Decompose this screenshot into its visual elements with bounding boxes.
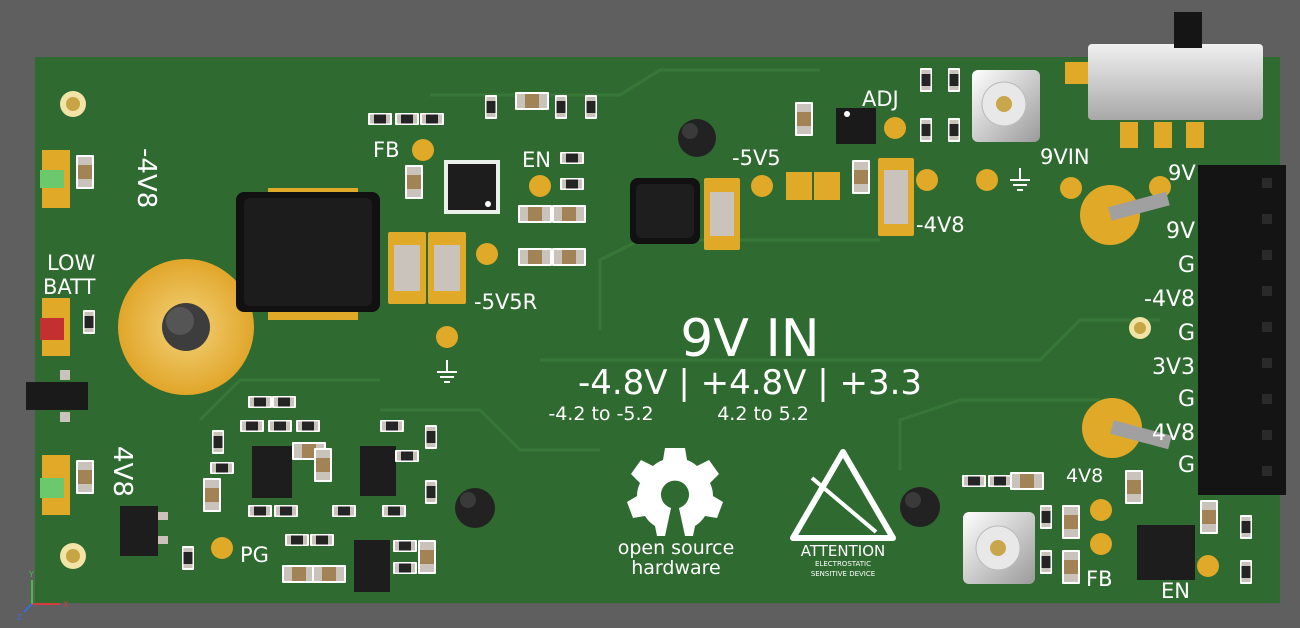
mounting-hole-bottom-left: [60, 543, 86, 569]
label-4v8-left: 4V8: [107, 446, 137, 497]
open-source-hardware-logo: open source hardware: [618, 448, 735, 579]
board-title: 9V IN: [680, 309, 819, 369]
axis-gizmo: X Y Z: [17, 570, 69, 622]
ic-adj: [836, 108, 876, 144]
label-minus-4v8-mid: -4V8: [916, 213, 965, 237]
esd-line-3: SENSITIVE DEVICE: [811, 570, 875, 578]
label-9vin: 9VIN: [1040, 145, 1090, 169]
label-fb-top: FB: [373, 138, 400, 162]
header-pin-label: G: [1178, 253, 1195, 278]
led-green-top: [40, 150, 70, 208]
transistor-left: [120, 506, 168, 556]
ic-bottom-3: [354, 540, 390, 592]
board-range-negative: -4.2 to -5.2: [548, 403, 653, 425]
header-pin-label: 4V8: [1152, 421, 1195, 446]
ic-top-fb: [444, 160, 500, 214]
through-hole-top: [678, 119, 716, 157]
label-en-top: EN: [522, 148, 551, 172]
label-minus-4v8-left: -4V8: [131, 148, 161, 208]
passive-components: [76, 68, 1252, 584]
wire-terminal-bottom: [1082, 398, 1172, 458]
label-minus-5v5: -5V5: [732, 146, 781, 170]
header-pin-label: G: [1178, 387, 1195, 412]
label-fb-bottom: FB: [1086, 567, 1113, 591]
test-pads: [211, 117, 1219, 577]
slide-switch-left: [26, 370, 88, 422]
header-pin-labels: 9V G -4V8 G 3V3 G 4V8 G: [1144, 219, 1195, 478]
board-rails-line: -4.8V | +4.8V | +3.3: [578, 363, 922, 403]
label-9v-top: 9V: [1168, 161, 1196, 185]
label-low: LOW: [47, 251, 95, 275]
power-slide-switch: [1065, 12, 1263, 148]
board-range-positive: 4.2 to 5.2: [717, 403, 809, 425]
header-pin-label: G: [1178, 321, 1195, 346]
axis-y-label: Y: [28, 570, 34, 579]
through-hole-left-bottom: [455, 488, 495, 528]
label-4v8-bottom: 4V8: [1066, 465, 1103, 487]
led-red-low-batt: [40, 298, 70, 356]
ground-symbol-left: [437, 360, 457, 383]
mounting-hole-right: [1129, 317, 1151, 339]
esd-line-2: ELECTROSTATIC: [815, 560, 871, 568]
ic-bottom-right-en: [1137, 525, 1195, 580]
esd-warning-logo: ATTENTION ELECTROSTATIC SENSITIVE DEVICE: [790, 449, 896, 578]
mounting-hole-top-left: [60, 91, 86, 117]
oshw-line-2: hardware: [631, 557, 721, 579]
esd-line-1: ATTENTION: [801, 542, 885, 560]
header-pin-label: G: [1178, 453, 1195, 478]
label-minus-5v5r: -5V5R: [474, 290, 537, 314]
label-pg: PG: [240, 543, 269, 567]
power-inductor-large: [236, 188, 380, 320]
through-hole-center-bottom: [900, 487, 940, 527]
header-pin-label: 9V: [1166, 219, 1195, 244]
label-batt: BATT: [43, 275, 96, 299]
header-pin-label: -4V8: [1144, 287, 1195, 312]
axis-z-label: Z: [17, 613, 23, 622]
oshw-line-1: open source: [618, 537, 735, 559]
trimmer-potentiometer-top: [972, 70, 1040, 142]
ground-symbol-right: [1010, 168, 1030, 191]
trimmer-potentiometer-bottom: [963, 512, 1035, 584]
axis-x-label: X: [63, 600, 69, 609]
led-green-bottom: [40, 455, 70, 515]
ic-bottom-2: [360, 446, 396, 496]
wire-terminal-top: [1080, 185, 1170, 245]
label-en-bottom: EN: [1161, 579, 1190, 603]
power-inductor-small: [630, 178, 700, 244]
header-pin-label: 3V3: [1152, 355, 1195, 380]
pin-header: [1198, 165, 1286, 495]
label-adj: ADJ: [862, 87, 899, 111]
ic-bottom-1: [252, 446, 292, 498]
large-mounting-ring: [118, 259, 254, 395]
